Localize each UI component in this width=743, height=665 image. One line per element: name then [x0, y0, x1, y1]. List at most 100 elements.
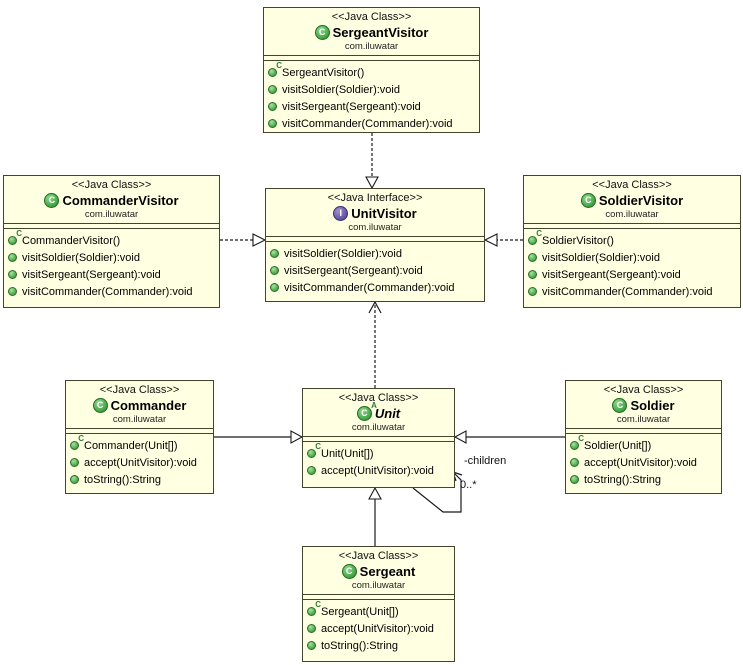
- attributes-compartment: [566, 429, 721, 434]
- attributes-compartment: [266, 237, 484, 242]
- method-row: accept(UnitVisitor):void: [307, 462, 450, 479]
- method-row: C CommanderVisitor(): [8, 230, 215, 249]
- method-row: toString():String: [570, 471, 717, 488]
- constructor-icon: C: [8, 230, 22, 245]
- package-name: com.iluwatar: [351, 580, 406, 591]
- attributes-compartment: [66, 429, 213, 434]
- methods-compartment: C Unit(Unit[]) accept(UnitVisitor):void: [303, 442, 454, 481]
- class-name: Soldier: [630, 398, 675, 413]
- public-method-icon: [307, 641, 316, 650]
- association-role-label: -children: [464, 455, 507, 467]
- public-method-icon: [8, 287, 17, 296]
- public-method-icon: [70, 458, 79, 467]
- public-method-icon: [570, 458, 579, 467]
- attributes-compartment: [264, 56, 479, 61]
- method-row: visitSergeant(Sergeant):void: [270, 262, 480, 279]
- class-box-soldier: <<Java Class>> C Soldier com.iluwatar C …: [565, 380, 722, 494]
- attributes-compartment: [303, 437, 454, 442]
- class-header: <<Java Class>> C SoldierVisitor com.iluw…: [524, 176, 740, 224]
- methods-compartment: C Commander(Unit[]) accept(UnitVisitor):…: [66, 434, 213, 490]
- attributes-compartment: [303, 595, 454, 600]
- public-method-icon: [268, 102, 277, 111]
- package-name: com.iluwatar: [351, 422, 406, 433]
- class-name: CommanderVisitor: [62, 193, 179, 208]
- method-row: visitCommander(Commander):void: [270, 279, 480, 296]
- edge-sergeantvisitor-realizes-unitvisitor: [365, 133, 379, 190]
- attributes-compartment: [4, 224, 219, 229]
- edge-commander-extends-unit: [214, 430, 304, 444]
- stereotype: <<Java Class>>: [338, 550, 419, 562]
- edge-sergeant-extends-unit: [368, 486, 382, 546]
- method-row: C Sergeant(Unit[]): [307, 601, 450, 620]
- public-method-icon: [268, 119, 277, 128]
- public-method-icon: [528, 253, 537, 262]
- class-box-commandervisitor: <<Java Class>> C CommanderVisitor com.il…: [3, 175, 220, 308]
- public-method-icon: [8, 253, 17, 262]
- constructor-icon: C: [307, 601, 321, 616]
- stereotype: <<Java Class>>: [603, 384, 684, 396]
- package-name: com.iluwatar: [344, 41, 399, 52]
- constructor-icon: C: [570, 435, 584, 450]
- class-header: <<Java Class>> C Sergeant com.iluwatar: [303, 547, 454, 595]
- edge-commandervisitor-realizes-unitvisitor: [220, 233, 267, 247]
- class-box-commander: <<Java Class>> C Commander com.iluwatar …: [65, 380, 214, 494]
- method-row: visitSergeant(Sergeant):void: [268, 98, 475, 115]
- class-icon: C: [612, 398, 628, 413]
- constructor-icon: C: [70, 435, 84, 450]
- stereotype: <<Java Class>>: [592, 179, 672, 191]
- stereotype: <<Java Class>>: [331, 11, 412, 23]
- constructor-icon: C: [528, 230, 542, 245]
- stereotype: <<Java Interface>>: [327, 192, 423, 204]
- class-name: Sergeant: [359, 564, 416, 579]
- class-header: <<Java Interface>> I UnitVisitor com.ilu…: [266, 189, 484, 237]
- public-method-icon: [570, 475, 579, 484]
- class-header: <<Java Class>> C SergeantVisitor com.ilu…: [264, 8, 479, 56]
- class-icon: C: [92, 398, 108, 413]
- methods-compartment: visitSoldier(Soldier):void visitSergeant…: [266, 242, 484, 298]
- public-method-icon: [307, 466, 316, 475]
- class-box-sergeantvisitor: <<Java Class>> C SergeantVisitor com.ilu…: [263, 7, 480, 133]
- package-name: com.iluwatar: [616, 414, 671, 425]
- class-name: SoldierVisitor: [598, 193, 684, 208]
- method-row: accept(UnitVisitor):void: [70, 454, 209, 471]
- method-row: visitSoldier(Soldier):void: [270, 245, 480, 262]
- class-icon: C: [341, 564, 357, 579]
- method-row: visitSergeant(Sergeant):void: [8, 266, 215, 283]
- interface-icon: I: [333, 206, 349, 221]
- package-name: com.iluwatar: [112, 414, 167, 425]
- method-row: C Soldier(Unit[]): [570, 435, 717, 454]
- method-row: accept(UnitVisitor):void: [307, 620, 450, 637]
- class-box-soldiervisitor: <<Java Class>> C SoldierVisitor com.iluw…: [523, 175, 741, 308]
- method-row: C Commander(Unit[]): [70, 435, 209, 454]
- package-name: com.iluwatar: [348, 222, 402, 233]
- class-name: Unit: [374, 406, 401, 421]
- package-name: com.iluwatar: [84, 209, 139, 220]
- method-row: visitSoldier(Soldier):void: [8, 249, 215, 266]
- public-method-icon: [8, 270, 17, 279]
- interface-box-unitvisitor: <<Java Interface>> I UnitVisitor com.ilu…: [265, 188, 485, 302]
- method-row: C SoldierVisitor(): [528, 230, 736, 249]
- public-method-icon: [70, 475, 79, 484]
- methods-compartment: C SergeantVisitor() visitSoldier(Soldier…: [264, 61, 479, 134]
- class-header: <<Java Class>> C CommanderVisitor com.il…: [4, 176, 219, 224]
- constructor-icon: C: [307, 443, 321, 458]
- method-row: visitSoldier(Soldier):void: [268, 81, 475, 98]
- public-method-icon: [528, 270, 537, 279]
- methods-compartment: C SoldierVisitor() visitSoldier(Soldier)…: [524, 229, 740, 302]
- public-method-icon: [268, 85, 277, 94]
- public-method-icon: [307, 624, 316, 633]
- class-header: <<Java Class>> C Commander com.iluwatar: [66, 381, 213, 429]
- attributes-compartment: [524, 224, 740, 229]
- method-row: C Unit(Unit[]): [307, 443, 450, 462]
- method-row: toString():String: [307, 637, 450, 654]
- class-name: Commander: [110, 398, 187, 413]
- methods-compartment: C Sergeant(Unit[]) accept(UnitVisitor):v…: [303, 600, 454, 656]
- class-name: SergeantVisitor: [332, 25, 429, 40]
- methods-compartment: C Soldier(Unit[]) accept(UnitVisitor):vo…: [566, 434, 721, 490]
- stereotype: <<Java Class>>: [338, 392, 419, 404]
- method-row: accept(UnitVisitor):void: [570, 454, 717, 471]
- public-method-icon: [528, 287, 537, 296]
